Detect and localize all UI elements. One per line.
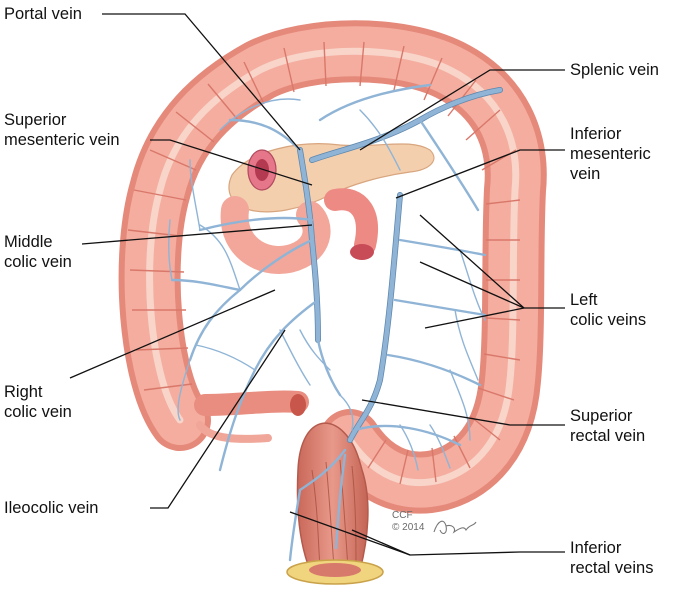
colon xyxy=(118,20,547,585)
label-inferior-rectal-veins: Inferior rectal veins xyxy=(570,538,653,578)
artist-signature xyxy=(433,520,477,535)
label-left-colic-veins: Left colic veins xyxy=(570,290,646,330)
leader-lines xyxy=(69,13,565,556)
label-left-colic-veins-line1: Left xyxy=(570,291,598,309)
leader-splenic-vein xyxy=(359,69,565,151)
label-superior-rectal-vein-line2: rectal vein xyxy=(570,427,646,445)
label-portal-vein: Portal vein xyxy=(4,4,82,24)
leader-left-colic-veins-2 xyxy=(419,261,525,309)
leader-superior-mesenteric-vein xyxy=(150,139,313,186)
label-superior-mesenteric-vein-line2: mesenteric vein xyxy=(4,131,120,149)
terminal-ileum xyxy=(194,390,309,443)
leader-inferior-mesenteric-vein xyxy=(395,149,565,199)
credit-org: CCF xyxy=(392,510,413,521)
leader-inferior-rectal-veins-2 xyxy=(351,529,411,556)
illustration-credit: CCF © 2014 xyxy=(392,510,424,534)
label-middle-colic-vein-line2: colic vein xyxy=(4,253,72,271)
label-middle-colic-vein: Middle colic vein xyxy=(4,232,72,272)
venous-system xyxy=(167,83,503,562)
label-superior-rectal-vein-line1: Superior xyxy=(570,407,633,425)
duodenum xyxy=(220,149,378,274)
label-superior-mesenteric-vein: Superior mesenteric vein xyxy=(4,110,120,150)
leader-left-colic-veins-3 xyxy=(424,307,525,329)
leader-portal-vein xyxy=(102,13,301,151)
label-splenic-vein-text: Splenic vein xyxy=(570,61,659,79)
label-left-colic-veins-line2: colic veins xyxy=(570,311,647,329)
label-inferior-mesenteric-vein: Inferior mesenteric vein xyxy=(570,124,651,184)
haustra xyxy=(127,41,521,485)
label-middle-colic-vein-line1: Middle xyxy=(4,233,53,251)
taenia-coli xyxy=(146,47,520,487)
leader-middle-colic-vein xyxy=(81,224,313,245)
label-right-colic-vein: Right colic vein xyxy=(4,382,72,422)
leader-inferior-rectal-veins-1 xyxy=(289,511,565,556)
label-ileocolic-vein-text: Ileocolic vein xyxy=(4,499,99,517)
label-right-colic-vein-line2: colic vein xyxy=(4,403,72,421)
label-inferior-rectal-veins-line1: Inferior xyxy=(570,539,622,557)
leader-ileocolic-vein xyxy=(150,329,286,509)
leader-superior-rectal-vein xyxy=(361,399,565,426)
label-splenic-vein: Splenic vein xyxy=(570,60,659,80)
label-superior-mesenteric-vein-line1: Superior xyxy=(4,111,67,129)
label-inferior-mesenteric-vein-line3: vein xyxy=(570,165,601,183)
label-inferior-rectal-veins-line2: rectal veins xyxy=(570,559,654,577)
label-ileocolic-vein: Ileocolic vein xyxy=(4,498,98,518)
label-inferior-mesenteric-vein-line1: Inferior xyxy=(570,125,622,143)
label-inferior-mesenteric-vein-line2: mesenteric xyxy=(570,145,651,163)
pancreas xyxy=(228,143,435,213)
credit-year: © 2014 xyxy=(392,522,425,533)
label-superior-rectal-vein: Superior rectal vein xyxy=(570,406,645,446)
leader-right-colic-vein xyxy=(69,289,276,379)
label-portal-vein-text: Portal vein xyxy=(4,5,82,23)
label-right-colic-vein-line1: Right xyxy=(4,383,43,401)
